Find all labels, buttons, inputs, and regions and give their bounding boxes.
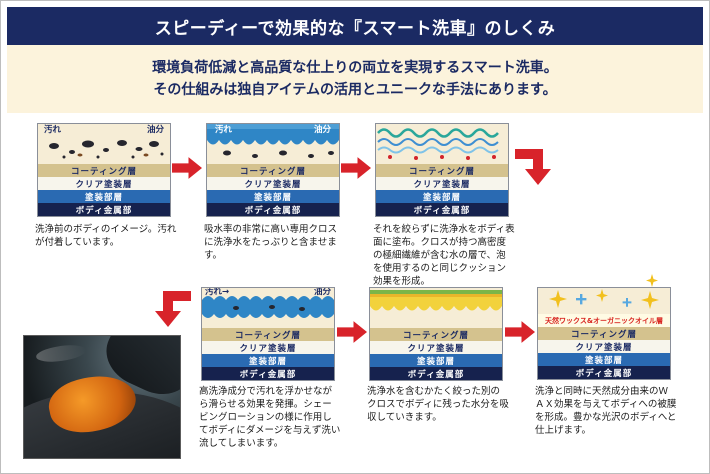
layer-coating: コーティング層 <box>538 327 670 340</box>
dirt-speckles-illustration <box>49 140 164 159</box>
layer-coating: コーティング層 <box>207 164 339 177</box>
car-wash-photo <box>23 335 181 459</box>
panel1-illustration: 汚れ 油分 <box>38 124 170 164</box>
layer-paint: 塗装部層 <box>538 353 670 366</box>
layer-paint: 塗装部層 <box>376 190 508 203</box>
layer-paint: 塗装部層 <box>202 354 334 367</box>
caption-step-1: 洗浄前のボディのイメージ。汚れが付着しています。 <box>35 224 177 249</box>
dirt-label: 汚れ <box>215 125 233 135</box>
drying-cloth-illustration <box>370 290 502 311</box>
panel-step-1: 汚れ 油分 コーティング層 クリア塗装層 塗装部層 ボディ金属部 <box>37 123 171 217</box>
caption-step-3: それを絞らずに洗浄水をボディ表面に塗布。クロスが持つ高密度の極細繊維が含む水の層… <box>373 224 515 288</box>
layer-wax: 天然ワックス&オーガニックオイル層 <box>538 314 670 327</box>
layer-coating: コーティング層 <box>38 164 170 177</box>
panel-step-2: 汚れ 油分 コーティング層 クリア塗装層 塗装部層 ボディ金属部 <box>206 123 340 217</box>
layer-metal: ボディ金属部 <box>207 203 339 216</box>
panel4-illustration: 汚れ→ 油分 <box>202 288 334 328</box>
layer-clear: クリア塗装層 <box>376 177 508 190</box>
dirt-label: 汚れ <box>44 125 62 135</box>
flow-arrow-3 <box>337 321 367 343</box>
layer-paint: 塗装部層 <box>370 354 502 367</box>
oil-label: 油分 <box>313 288 331 297</box>
panel-step-4: 汚れ→ 油分 コーティング層 クリア塗装層 塗装部層 ボディ金属部 <box>201 287 335 381</box>
panel-step-3: コーティング層 クリア塗装層 塗装部層 ボディ金属部 <box>375 123 509 217</box>
page-title: スピーディーで効果的な『スマート洗車』のしくみ <box>7 7 703 45</box>
oil-label: 油分 <box>313 125 331 135</box>
layer-clear: クリア塗装層 <box>538 340 670 353</box>
panel6-illustration <box>538 288 670 314</box>
layer-metal: ボディ金属部 <box>202 367 334 380</box>
layer-metal: ボディ金属部 <box>538 366 670 379</box>
intro-block: 環境負荷低減と高品質な仕上りの両立を実現するスマート洗車。 その仕組みは独自アイ… <box>7 45 703 113</box>
layer-coating: コーティング層 <box>370 328 502 341</box>
oil-label: 油分 <box>146 125 164 135</box>
flow-arrow-bend-down-left <box>155 291 191 327</box>
caption-step-6: 洗浄と同時に天然成分由来のＷＡＸ効果を与えてボディへの被膜を形成。豊かな光沢のボ… <box>535 386 677 437</box>
layer-metal: ボディ金属部 <box>370 367 502 380</box>
panel-step-6: 天然ワックス&オーガニックオイル層 コーティング層 クリア塗装層 塗装部層 ボデ… <box>537 274 671 380</box>
layer-clear: クリア塗装層 <box>370 341 502 354</box>
flow-arrow-4 <box>505 321 535 343</box>
dirt-arrow-label: 汚れ→ <box>205 288 230 297</box>
layer-clear: クリア塗装層 <box>202 341 334 354</box>
layer-metal: ボディ金属部 <box>376 203 508 216</box>
flow-arrow-bend-down <box>515 149 551 185</box>
caption-step-5: 洗浄水を含むかたく絞った別のクロスでボディに残った水分を吸収していきます。 <box>367 386 509 424</box>
caption-step-2: 吸水率の非常に高い専用クロスに洗浄水をたっぷりと含ませます。 <box>204 224 338 262</box>
flow-arrow-2 <box>341 157 371 179</box>
layer-paint: 塗装部層 <box>38 190 170 203</box>
intro-line-1: 環境負荷低減と高品質な仕上りの両立を実現するスマート洗車。 <box>152 59 558 76</box>
layer-coating: コーティング層 <box>376 164 508 177</box>
caption-step-4: 高洗浄成分で汚れを浮かせながら滑らせる効果を発揮。シェービングローションの様に作… <box>199 386 341 450</box>
sparkles-illustration <box>549 289 659 309</box>
washing-wave-illustration <box>202 296 334 318</box>
sparkle-icon <box>646 274 658 287</box>
layer-metal: ボディ金属部 <box>38 203 170 216</box>
layer-clear: クリア塗装層 <box>38 177 170 190</box>
intro-line-2: その仕組みは独自アイテムの活用とユニークな手法にあります。 <box>153 82 557 98</box>
panel3-illustration <box>376 124 508 164</box>
fiber-water-layer-illustration <box>377 128 499 160</box>
panel-step-5: コーティング層 クリア塗装層 塗装部層 ボディ金属部 <box>369 287 503 381</box>
layer-coating: コーティング層 <box>202 328 334 341</box>
layer-paint: 塗装部層 <box>207 190 339 203</box>
panel2-illustration: 汚れ 油分 <box>207 124 339 164</box>
panel5-illustration <box>370 288 502 328</box>
water-wave-illustration <box>207 124 339 158</box>
flow-arrow-1 <box>172 157 202 179</box>
layer-clear: クリア塗装層 <box>207 177 339 190</box>
